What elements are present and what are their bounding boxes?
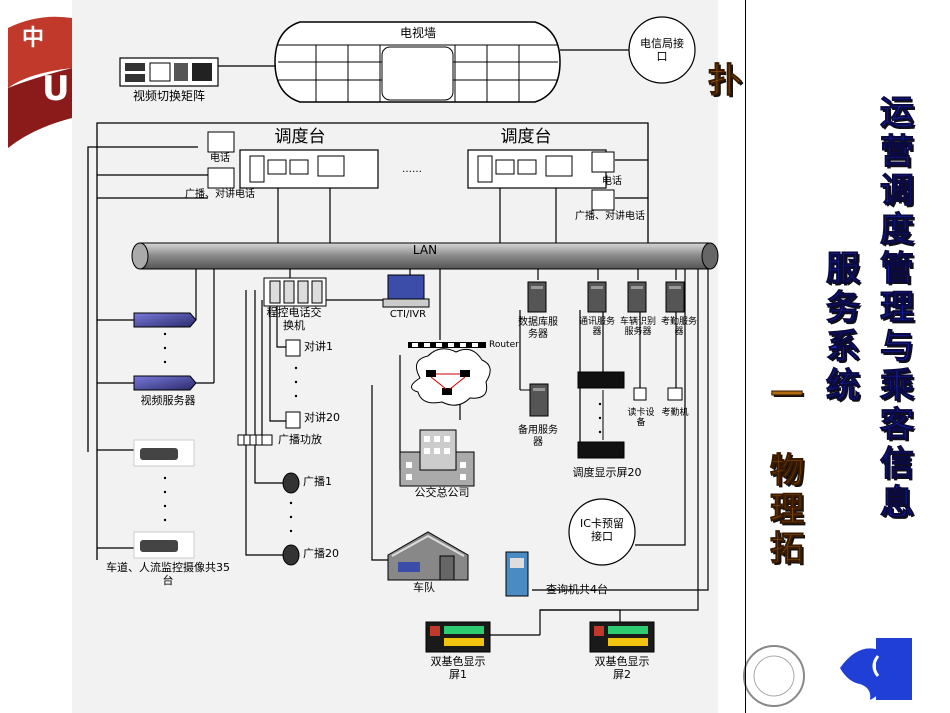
university-logo xyxy=(8,8,72,158)
diagram-panel xyxy=(72,0,718,713)
ic-card-interface-label: IC卡预留接口 xyxy=(580,517,624,543)
cti-ivr-computer xyxy=(382,274,430,308)
intercom-1-label: 对讲1 xyxy=(304,340,333,353)
router-device xyxy=(408,342,486,348)
tv-wall-shape xyxy=(274,21,561,103)
attendance-server-label: 考勤服务器 xyxy=(661,317,698,338)
logo-char: 中 xyxy=(22,26,45,51)
divider-line xyxy=(745,0,746,713)
dolphin-logo xyxy=(840,638,912,700)
dispatch-screens xyxy=(577,371,625,459)
video-server-devices xyxy=(133,312,197,391)
server-towers xyxy=(527,281,685,417)
title-mid-column: 服务系统 xyxy=(826,249,861,406)
lan-label: LAN xyxy=(412,243,438,257)
title-left-bottom: 物理拓 xyxy=(770,451,805,569)
phone-right-label: 电话 xyxy=(602,176,622,187)
attendance-machine-label: 考勤机 xyxy=(661,408,689,418)
vehicle-id-server-label: 车辆识别服务器 xyxy=(619,317,656,338)
video-switch-matrix-device xyxy=(119,57,219,87)
broadcast-1-label: 广播1 xyxy=(303,475,332,488)
comm-server-label: 通讯服务器 xyxy=(578,317,615,338)
broadcast-20-label: 广播20 xyxy=(303,547,339,560)
fleet-label: 车队 xyxy=(413,581,435,594)
db-server-label: 数据库服务器 xyxy=(518,317,558,340)
telecom-interface-label: 电信局接口 xyxy=(640,37,684,63)
phone-icons xyxy=(207,131,615,211)
card-reader-device xyxy=(633,387,647,401)
bus-company-building xyxy=(399,429,475,487)
router-label: Router xyxy=(489,340,519,350)
dual-color-screens xyxy=(425,621,655,653)
intercom-20-label: 对讲20 xyxy=(304,411,340,424)
title-dash: — xyxy=(770,371,805,411)
camera-devices xyxy=(133,439,195,559)
speaker-devices xyxy=(282,472,300,566)
attendance-machine-device xyxy=(667,387,683,401)
intercom-devices xyxy=(285,339,301,429)
video-switch-matrix-label: 视频切换矩阵 xyxy=(132,89,206,103)
pbx-device xyxy=(263,277,327,307)
backup-server-label: 备用服务器 xyxy=(518,425,558,448)
kiosks-label: 查询机共4台 xyxy=(546,583,608,596)
tv-wall-label: 电视墙 xyxy=(399,26,437,40)
broadcast-amp-device xyxy=(237,434,273,446)
broadcast-intercom-phone-left-label: 广播、对讲电话 xyxy=(185,189,255,200)
kiosk-device xyxy=(505,551,529,597)
wan-cloud xyxy=(411,348,491,406)
ic-card-interface-node xyxy=(568,498,636,566)
university-seal xyxy=(743,645,805,707)
video-server-label: 视频服务器 xyxy=(140,394,196,407)
console-left-label: 调度台 xyxy=(274,127,326,147)
broadcast-amp-label: 广播功放 xyxy=(278,433,322,446)
dispatch-screen-20-label: 调度显示屏20 xyxy=(572,466,642,479)
cameras-label: 车道、人流监控摄像共35台 xyxy=(106,561,230,587)
dual-color-screen-1-label: 双基色显示屏1 xyxy=(430,655,486,681)
title-right-column: 运营调度管理与乘客信息 xyxy=(880,93,915,523)
dual-color-screen-2-label: 双基色显示屏2 xyxy=(594,655,650,681)
fleet-garage xyxy=(387,531,469,581)
lan-backbone xyxy=(131,242,719,270)
title-left-top: 扑 xyxy=(708,61,743,101)
ellipsis-label: …… xyxy=(402,164,422,175)
phone-left-label: 电话 xyxy=(210,153,230,164)
bus-company-label: 公交总公司 xyxy=(414,486,470,499)
console-right-label: 调度台 xyxy=(500,127,552,147)
card-reader-label: 读卡设备 xyxy=(627,408,655,429)
broadcast-intercom-phone-right-label: 广播、对讲电话 xyxy=(575,211,645,222)
pbx-label: 程控电话交换机 xyxy=(266,306,322,332)
logo-letter: U xyxy=(42,69,70,109)
cti-ivr-label: CTI/IVR xyxy=(389,309,427,320)
